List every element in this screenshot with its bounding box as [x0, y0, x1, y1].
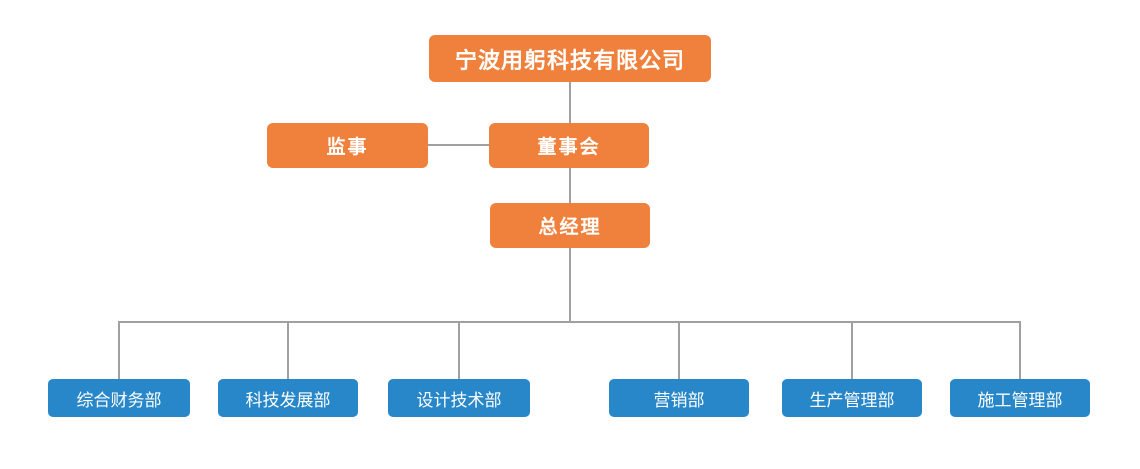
- connector-board-gm: [569, 168, 571, 203]
- connector-drop: [287, 322, 289, 379]
- dept-node: 科技发展部: [218, 379, 358, 417]
- connector-bus: [118, 321, 1021, 323]
- connector-gm-bus: [569, 248, 571, 322]
- connector-company-board: [569, 82, 571, 123]
- board-node: 董事会: [489, 123, 649, 168]
- connector-drop: [458, 322, 460, 379]
- connector-drop: [1019, 322, 1021, 379]
- dept-node: 施工管理部: [950, 379, 1090, 417]
- supervisor-node: 监事: [267, 123, 428, 168]
- dept-node: 营销部: [609, 379, 749, 417]
- connector-drop: [118, 322, 120, 379]
- dept-node: 设计技术部: [388, 379, 530, 417]
- connector-drop: [678, 322, 680, 379]
- general-manager-node: 总经理: [490, 203, 650, 248]
- company-node: 宁波用躬科技有限公司: [429, 35, 711, 82]
- dept-node: 生产管理部: [782, 379, 922, 417]
- dept-node: 综合财务部: [48, 379, 190, 417]
- connector-supervisor-board: [428, 144, 489, 146]
- connector-drop: [851, 322, 853, 379]
